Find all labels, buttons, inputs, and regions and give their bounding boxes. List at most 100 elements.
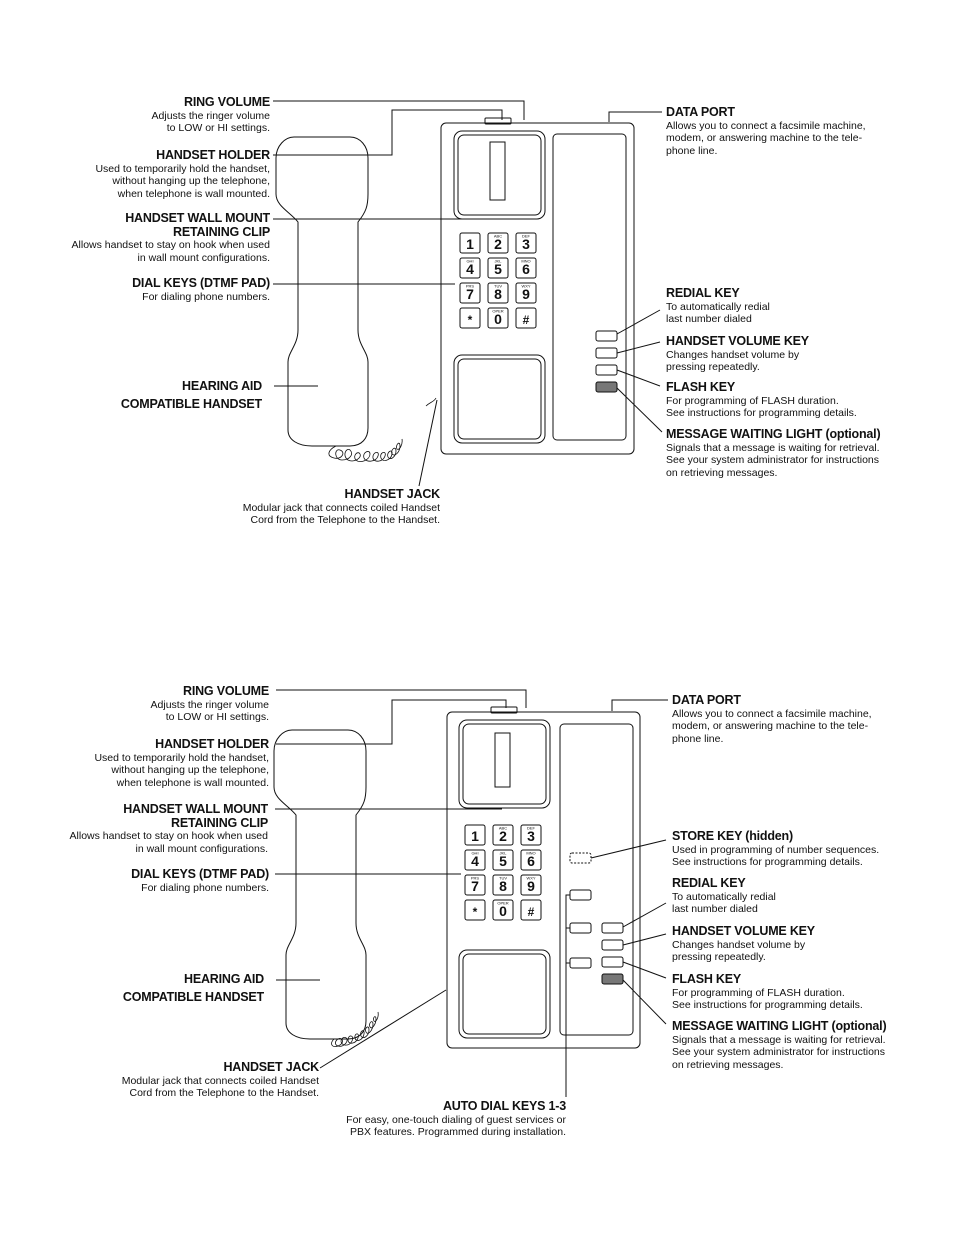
top-retaining-clip <box>489 141 506 201</box>
bottom-cradle-upper-inner <box>462 723 547 805</box>
bottom-cradle-lower-inner <box>462 953 547 1035</box>
top-key-pound <box>515 307 537 329</box>
top-label-handset-volume: HANDSET VOLUME KEY Changes handset volum… <box>666 334 809 373</box>
top-leader-flash <box>616 369 661 387</box>
bottom-key-digit: 5 <box>499 853 507 869</box>
bottom-label-store: STORE KEY (hidden) Used in programming o… <box>672 829 880 868</box>
top-key-letters: TUV <box>494 284 502 289</box>
bottom-key-digit: 0 <box>499 903 507 919</box>
top-label-hearing-aid: HEARING AID COMPATIBLE HANDSET <box>120 379 262 411</box>
bottom-key-digit: 8 <box>499 878 507 894</box>
bottom-key-1 <box>464 824 486 846</box>
bottom-key-letters: GHI <box>471 851 478 856</box>
top-key-letters: GHI <box>466 259 473 264</box>
bottom-label-message-light: MESSAGE WAITING LIGHT (optional) Signals… <box>672 1019 887 1071</box>
top-cradle-lower-inner <box>457 358 542 440</box>
bottom-key-7 <box>464 874 486 896</box>
bottom-label-data-port: DATA PORT Allows you to connect a facsim… <box>672 693 872 745</box>
bottom-key-letters: ABC <box>499 826 507 831</box>
bottom-key-letters: OPER <box>497 901 508 906</box>
top-cradle-lower <box>453 354 546 444</box>
top-cradle-upper <box>453 130 546 220</box>
top-key-9 <box>515 282 537 304</box>
bottom-key-digit: 3 <box>527 828 535 844</box>
top-key-digit: 5 <box>494 261 502 277</box>
top-key-digit: 1 <box>466 236 474 252</box>
bottom-key-digit: 4 <box>471 853 479 869</box>
top-key-2 <box>487 232 509 254</box>
top-right-panel <box>552 133 627 441</box>
bottom-handset-outline <box>273 729 367 1040</box>
top-handset-outline <box>275 136 369 447</box>
bottom-label-ring-volume: RING VOLUME Adjusts the ringer volume to… <box>150 684 270 723</box>
top-flash-button <box>595 364 618 376</box>
bottom-leader-volume <box>622 933 667 946</box>
bottom-key-letters: TUV <box>499 876 507 881</box>
top-leader-ring-volume <box>273 100 525 120</box>
bottom-key-digit: # <box>528 905 535 919</box>
bottom-label-auto-dial: AUTO DIAL KEYS 1-3 For easy, one-touch d… <box>346 1099 566 1138</box>
top-label-dial-keys: DIAL KEYS (DTMF PAD) For dialing phone n… <box>132 276 270 303</box>
bottom-key-6 <box>520 849 542 871</box>
top-label-handset-holder: HANDSET HOLDER Used to temporarily hold … <box>95 148 270 200</box>
bottom-key-letters: WXY <box>526 876 535 881</box>
bottom-handset-cord <box>331 1011 379 1047</box>
bottom-key-digit: * <box>473 905 478 919</box>
top-volume-button <box>595 347 618 359</box>
bottom-key-letters: PRS <box>471 876 480 881</box>
top-key-digit: 0 <box>494 311 502 327</box>
bottom-flash-button <box>601 956 624 968</box>
bottom-label-handset-volume: HANDSET VOLUME KEY Changes handset volum… <box>672 924 815 963</box>
bottom-cradle-upper <box>458 719 551 809</box>
bottom-leader-ring-volume <box>276 689 527 708</box>
top-key-letters: ABC <box>494 234 502 239</box>
top-key-letters: WXY <box>521 284 530 289</box>
top-phone-base <box>440 122 635 455</box>
top-message-light <box>595 381 618 393</box>
bottom-key-8 <box>492 874 514 896</box>
bottom-key-2 <box>492 824 514 846</box>
top-key-7 <box>459 282 481 304</box>
top-label-data-port: DATA PORT Allows you to connect a facsim… <box>666 105 866 157</box>
top-label-message-light: MESSAGE WAITING LIGHT (optional) Signals… <box>666 427 881 479</box>
top-key-5 <box>487 257 509 279</box>
bottom-key-letters: DEF <box>527 826 536 831</box>
bottom-leader-data-port <box>611 699 668 711</box>
bottom-key-digit: 7 <box>471 878 479 894</box>
top-key-digit: 7 <box>466 286 474 302</box>
top-label-wall-mount: HANDSET WALL MOUNT RETAINING CLIP Allows… <box>71 211 271 264</box>
top-leader-redial <box>616 309 661 335</box>
bottom-auto-dial-3 <box>569 957 592 969</box>
bottom-cradle-lower <box>458 949 551 1039</box>
bottom-key-0 <box>492 899 514 921</box>
bottom-label-wall-mount: HANDSET WALL MOUNT RETAINING CLIP Allows… <box>69 802 269 855</box>
bottom-key-4 <box>464 849 486 871</box>
top-leader-handset-holder <box>273 109 503 156</box>
top-key-letters: JKL <box>495 259 503 264</box>
top-key-letters: MNO <box>521 259 530 264</box>
top-leader-data-port <box>608 111 662 122</box>
top-leader-message <box>616 387 663 433</box>
top-key-star <box>459 307 481 329</box>
bottom-right-panel <box>559 723 634 1036</box>
bottom-label-hearing-aid: HEARING AID COMPATIBLE HANDSET <box>122 972 264 1004</box>
bottom-volume-button <box>601 939 624 951</box>
bottom-key-digit: 9 <box>527 878 535 894</box>
bottom-leader-auto-dial <box>565 894 570 1097</box>
bottom-label-redial: REDIAL KEY To automatically redial last … <box>672 876 776 915</box>
bottom-key-5 <box>492 849 514 871</box>
top-key-8 <box>487 282 509 304</box>
bottom-key-digit: 6 <box>527 853 535 869</box>
top-key-digit: 3 <box>522 236 530 252</box>
bottom-leader-store <box>590 839 667 859</box>
bottom-retaining-clip <box>494 732 511 788</box>
bottom-key-letters: JKL <box>500 851 508 856</box>
top-label-redial: REDIAL KEY To automatically redial last … <box>666 286 770 325</box>
top-key-digit: 6 <box>522 261 530 277</box>
top-key-1 <box>459 232 481 254</box>
top-label-flash: FLASH KEY For programming of FLASH durat… <box>666 380 857 419</box>
